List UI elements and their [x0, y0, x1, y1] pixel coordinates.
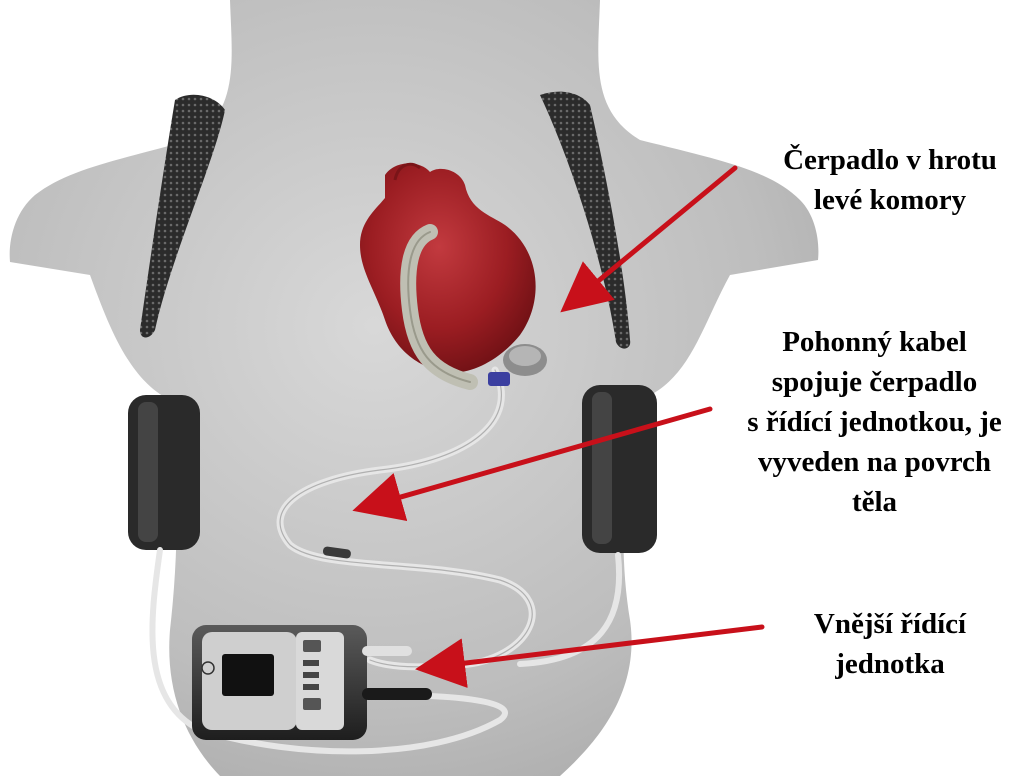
label-driveline-line-3: s řídící jednotkou, je — [715, 402, 1034, 442]
label-driveline-line-1: Pohonný kabel — [715, 322, 1034, 362]
torso-figure — [10, 0, 819, 776]
label-controller: Vnější řídící jednotka — [770, 604, 1010, 684]
label-controller-line-2: jednotka — [770, 644, 1010, 684]
label-driveline-line-5: těla — [715, 482, 1034, 522]
battery-left — [128, 395, 200, 550]
label-driveline-line-4: vyveden na povrch — [715, 442, 1034, 482]
label-pump: Čerpadlo v hrotu levé komory — [745, 140, 1034, 220]
label-pump-line-2: levé komory — [745, 180, 1034, 220]
label-pump-line-1: Čerpadlo v hrotu — [745, 140, 1034, 180]
label-driveline: Pohonný kabel spojuje čerpadlo s řídící … — [715, 322, 1034, 522]
label-controller-line-1: Vnější řídící — [770, 604, 1010, 644]
battery-right — [582, 385, 657, 553]
label-driveline-line-2: spojuje čerpadlo — [715, 362, 1034, 402]
